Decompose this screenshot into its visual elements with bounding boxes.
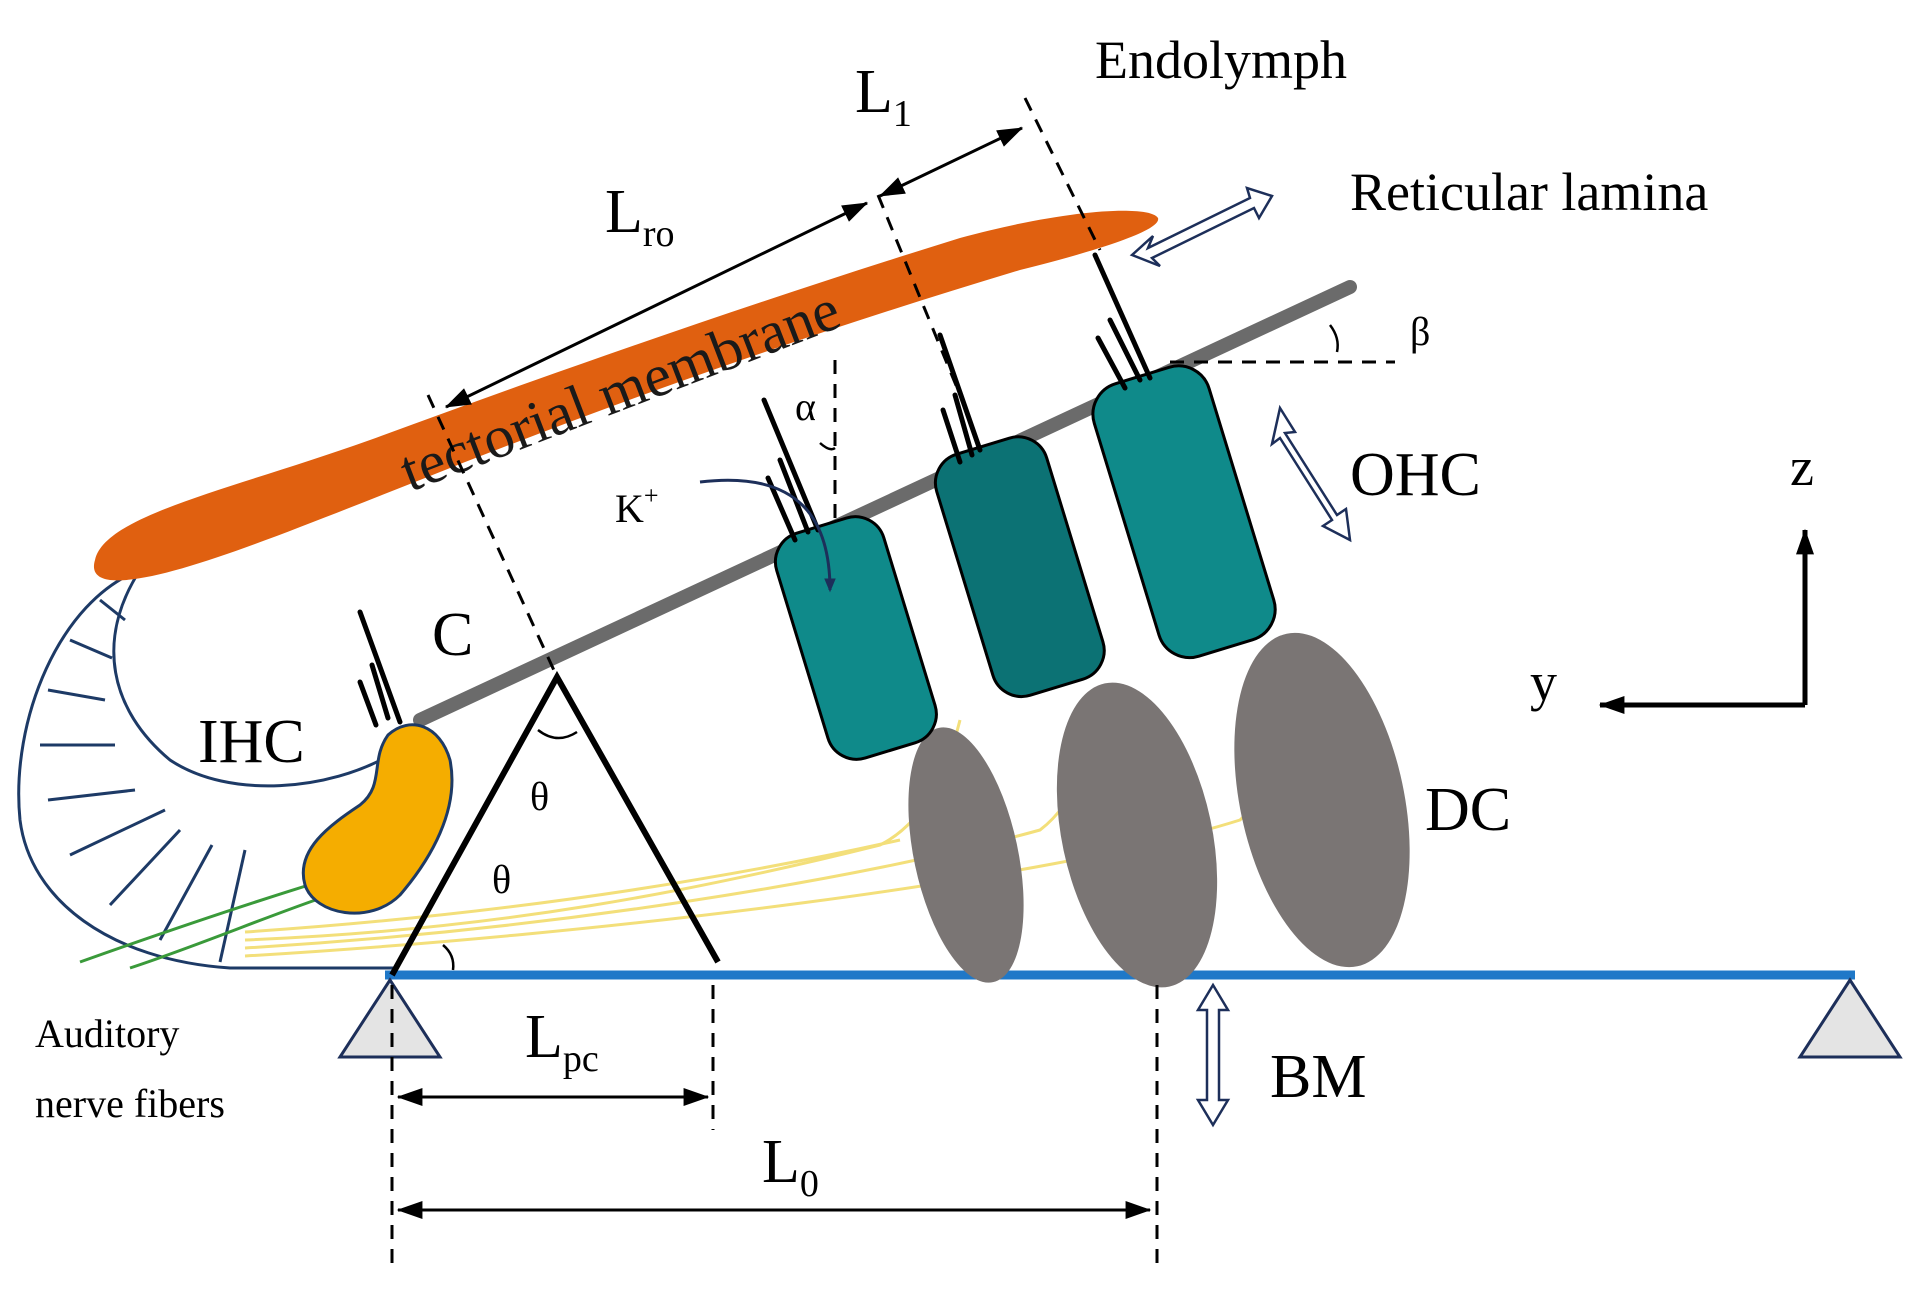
tectorial-membrane-label: tectorial membrane bbox=[391, 276, 849, 504]
green-fibers bbox=[79, 878, 331, 970]
l1-sub: 1 bbox=[893, 93, 912, 135]
motion-arrows bbox=[1129, 186, 1352, 1128]
k-main: K bbox=[615, 486, 644, 531]
right-support-triangle bbox=[1797, 977, 1903, 1059]
y-axis-label: y bbox=[1530, 652, 1557, 712]
reticular-lamina-label: Reticular lamina bbox=[1350, 162, 1708, 222]
dimension-arrows bbox=[396, 126, 1152, 1219]
pillar-cell-triangle bbox=[389, 670, 721, 977]
k-plus-arrow bbox=[699, 478, 836, 593]
ohc-cell-3 bbox=[1091, 364, 1277, 660]
supporting-cell-network bbox=[17, 568, 395, 970]
ohc-motion-arrow bbox=[1270, 404, 1352, 543]
ohc-cell-2 bbox=[933, 435, 1106, 699]
theta-top-label: θ bbox=[530, 774, 549, 819]
k-sup: + bbox=[644, 481, 659, 510]
bm-label: BM bbox=[1270, 1043, 1366, 1111]
l1-label: L1 bbox=[855, 58, 912, 135]
l0-sub: 0 bbox=[800, 1163, 819, 1205]
inner-hair-cell bbox=[301, 723, 454, 915]
left-support-triangle bbox=[337, 977, 443, 1059]
lpc-sub: pc bbox=[563, 1038, 599, 1080]
bm-motion-arrow bbox=[1195, 982, 1231, 1128]
auditory-label-line1: Auditory bbox=[35, 1011, 179, 1056]
beta-label: β bbox=[1410, 309, 1430, 354]
lro-arrow bbox=[444, 201, 869, 409]
z-axis-label: z bbox=[1790, 437, 1814, 497]
auditory-label-line2: nerve fibers bbox=[35, 1081, 225, 1126]
ohc-cell-1 bbox=[773, 515, 938, 761]
l1-arrow bbox=[878, 126, 1024, 198]
l0-main: L bbox=[762, 1128, 800, 1196]
dc-label: DC bbox=[1425, 776, 1511, 844]
ohc-label: OHC bbox=[1350, 441, 1481, 509]
outer-hair-cells bbox=[773, 364, 1277, 761]
angle-arcs bbox=[442, 324, 1339, 971]
reticular-lamina-bar bbox=[413, 280, 1357, 727]
lpc-main: L bbox=[525, 1003, 563, 1071]
l0-label: L0 bbox=[762, 1128, 819, 1205]
ihc-label: IHC bbox=[198, 708, 305, 776]
deiters-cells bbox=[908, 632, 1410, 988]
alpha-label: α bbox=[795, 384, 816, 429]
coordinate-axes bbox=[1598, 528, 1814, 714]
lro-main: L bbox=[605, 178, 643, 246]
lpc-label: Lpc bbox=[525, 1003, 599, 1080]
c-label: C bbox=[432, 601, 473, 669]
theta-left-label: θ bbox=[492, 857, 511, 902]
endolymph-label: Endolymph bbox=[1095, 30, 1347, 90]
reticular-motion-arrow bbox=[1129, 186, 1274, 268]
l1-main: L bbox=[855, 58, 893, 126]
lro-label: Lro bbox=[605, 178, 675, 255]
k-plus-label: K+ bbox=[615, 481, 659, 531]
lro-sub: ro bbox=[643, 213, 675, 255]
